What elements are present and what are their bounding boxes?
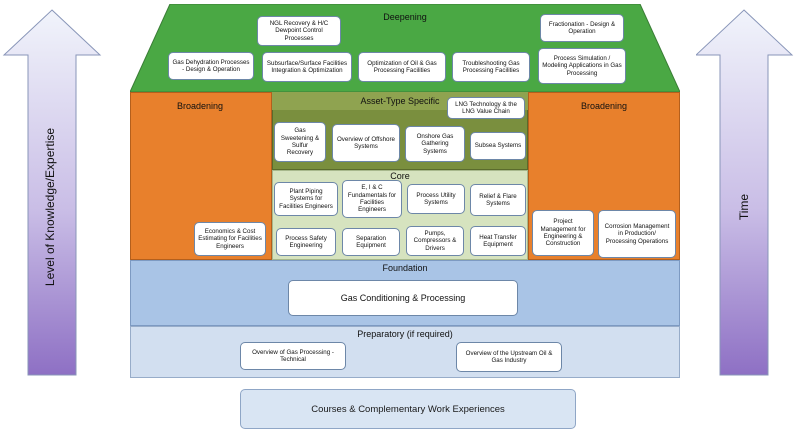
course-overview-upstream[interactable]: Overview of the Upstream Oil & Gas Indus…	[456, 342, 562, 372]
preparatory-label: Preparatory (if required)	[357, 329, 453, 339]
course-separation[interactable]: Separation Equipment	[342, 228, 400, 256]
course-heat-transfer[interactable]: Heat Transfer Equipment	[470, 226, 526, 256]
course-gas-dehydration[interactable]: Gas Dehydration Processes - Design & Ope…	[168, 52, 254, 80]
course-pumps[interactable]: Pumps, Compressors & Drivers	[406, 226, 464, 256]
course-subsea[interactable]: Subsea Systems	[470, 132, 526, 160]
core-label: Core	[390, 171, 410, 181]
course-lng[interactable]: LNG Technology & the LNG Value Chain	[447, 97, 525, 119]
course-process-simulation[interactable]: Process Simulation / Modeling Applicatio…	[538, 48, 626, 84]
course-fractionation[interactable]: Fractionation - Design & Operation	[540, 14, 624, 42]
course-ngl-recovery[interactable]: NGL Recovery & H/C Dewpoint Control Proc…	[257, 16, 341, 46]
right-arrow	[696, 9, 794, 376]
foundation-label: Foundation	[382, 263, 428, 273]
course-overview-gas-processing[interactable]: Overview of Gas Processing - Technical	[240, 342, 346, 370]
left-arrow-label: Level of Knowledge/Expertise	[43, 127, 57, 287]
course-process-utility[interactable]: Process Utility Systems	[407, 184, 465, 214]
course-relief-flare[interactable]: Relief & Flare Systems	[470, 184, 526, 216]
asset-type-label: Asset-Type Specific	[360, 96, 440, 106]
right-arrow-label: Time	[737, 193, 751, 221]
course-gas-sweetening[interactable]: Gas Sweetening & Sulfur Recovery	[274, 122, 326, 162]
left-arrow	[2, 9, 102, 376]
preparatory-zone	[130, 326, 680, 378]
course-subsurface-integration[interactable]: Subsurface/Surface Facilities Integratio…	[262, 52, 352, 82]
course-economics[interactable]: Economics & Cost Estimating for Faciliti…	[194, 222, 266, 256]
bottom-label-box: Courses & Complementary Work Experiences	[240, 389, 576, 429]
course-eic[interactable]: E, I & C Fundamentals for Facilities Eng…	[342, 180, 402, 218]
course-offshore[interactable]: Overview of Offshore Systems	[332, 124, 400, 162]
course-corrosion[interactable]: Corrosion Management in Production/ Proc…	[598, 210, 676, 258]
course-gas-conditioning[interactable]: Gas Conditioning & Processing	[288, 280, 518, 316]
course-onshore[interactable]: Onshore Gas Gathering Systems	[405, 126, 465, 162]
bottom-label: Courses & Complementary Work Experiences	[311, 403, 505, 415]
course-process-safety[interactable]: Process Safety Engineering	[276, 228, 336, 256]
deepening-label: Deepening	[383, 12, 427, 22]
course-optimization[interactable]: Optimization of Oil & Gas Processing Fac…	[358, 52, 446, 82]
course-plant-piping[interactable]: Plant Piping Systems for Facilities Engi…	[274, 182, 338, 216]
course-project-management[interactable]: Project Management for Engineering & Con…	[532, 210, 594, 256]
broadening-left-label: Broadening	[176, 101, 224, 111]
course-troubleshooting[interactable]: Troubleshooting Gas Processing Facilitie…	[452, 52, 530, 82]
broadening-right-label: Broadening	[580, 101, 628, 111]
